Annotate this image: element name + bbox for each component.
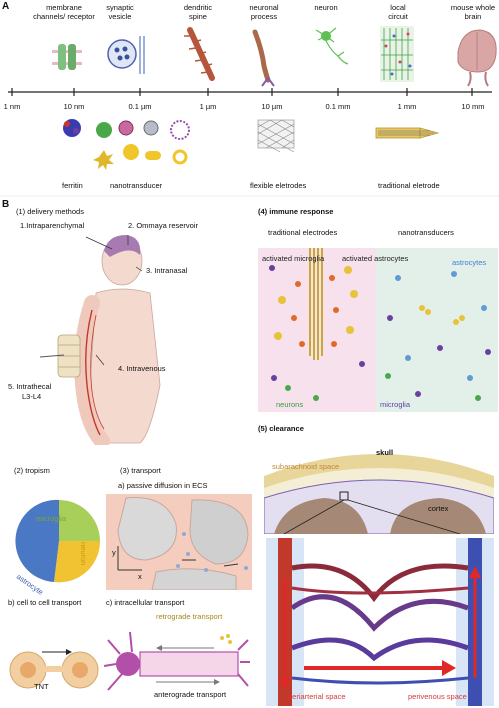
vessel-network-icon: [264, 538, 496, 706]
tick-1mm: 1 mm: [397, 102, 417, 111]
neuron-transport-icon: [103, 631, 250, 691]
tick-10nm: 10 nm: [63, 102, 85, 111]
retrograde-label: retrograde transport: [156, 612, 223, 621]
tropism-microglia-label: microglia: [36, 514, 67, 523]
route-intrathecal: 5. Intrathecal: [8, 382, 52, 391]
label-neuron: neuron: [314, 3, 338, 12]
anterograde-label: anterograde transport: [154, 690, 227, 699]
tick-1um: 1 µm: [199, 102, 217, 111]
label-ferritin: ferritin: [62, 181, 83, 190]
intracellular-label: c) intracellular transport: [106, 598, 185, 607]
panel-a-graphics: [0, 26, 499, 197]
human-body-icon: [39, 235, 161, 445]
tnt-cells-icon: [9, 649, 99, 689]
passive-diffusion-label: a) passive diffusion in ECS: [118, 481, 208, 490]
label-synaptic-vesicle: synaptic vesicle: [106, 3, 134, 21]
scale-ticks: [11, 88, 473, 96]
route-l3-l4: L3-L4: [22, 392, 42, 401]
axis-x-label: x: [138, 572, 142, 581]
periarterial-label: periarterial space: [288, 692, 346, 701]
tropism-neuron-label: neuron: [79, 542, 88, 566]
probe-electrode-icon: [375, 127, 440, 139]
receptor-icon: [52, 44, 82, 70]
tropism-title: (2) tropism: [14, 466, 50, 475]
cell-to-cell-label: b) cell to cell transport: [8, 598, 82, 607]
skull-section-icon: [264, 454, 494, 534]
tick-10um: 10 µm: [261, 102, 283, 111]
subarachnoid-label: subarachnoid space: [272, 462, 340, 471]
cortex-label: cortex: [428, 504, 449, 513]
label-nanotransducers: nanotransducers: [398, 228, 454, 237]
ecs-diffusion-figure: [106, 494, 252, 590]
label-neuronal-process: neuronal process: [249, 3, 279, 21]
process-icon: [252, 29, 275, 87]
label-membrane-channels: membrane channels/ receptor: [33, 3, 95, 21]
label-mouse-brain: mouse whole brain: [450, 3, 496, 21]
route-intraparenchymal: 1.Intraparenchymal: [20, 221, 85, 230]
skull-label: skull: [376, 448, 394, 457]
tick-0-1mm: 0.1 mm: [325, 102, 351, 111]
immune-title: (4) immune response: [258, 207, 334, 216]
immune-response-figure: [258, 248, 498, 412]
neuron-icon: [315, 27, 349, 65]
tick-10mm: 10 mm: [461, 102, 485, 111]
brain-icon: [457, 29, 497, 87]
spine-column-icon: [39, 334, 81, 378]
label-traditional-electrode: traditional eletrode: [378, 181, 440, 190]
panel-a-letter: A: [2, 1, 10, 12]
label-traditional-electrodes: traditional electrodes: [268, 228, 338, 237]
perivenous-label: perivenous space: [408, 692, 467, 701]
label-astrocytes: astrocytes: [452, 258, 487, 267]
label-activated-microglia: activated microglia: [262, 254, 325, 263]
vesicle-icon: [107, 36, 145, 74]
mesh-electrode-icon: [257, 119, 295, 153]
circuit-icon: [380, 26, 414, 82]
label-local-circuit: local circuit: [388, 3, 408, 21]
route-intravenous: 4. Intravenous: [118, 364, 166, 373]
tropism-pie: [15, 499, 101, 583]
spine-icon: [184, 27, 215, 81]
label-dendritic-spine: dendritic spine: [183, 3, 213, 21]
ferritin-icon: [63, 119, 81, 137]
panel-b-letter: B: [2, 199, 10, 210]
label-microglia: microglia: [380, 400, 411, 409]
route-ommaya: 2. Ommaya reservoir: [128, 221, 199, 230]
route-intranasal: 3. Intranasal: [146, 266, 188, 275]
delivery-title: (1) delivery methods: [16, 207, 84, 216]
tick-0-1um: 0.1 µm: [128, 102, 152, 111]
tnt-label: TNT: [34, 682, 49, 691]
tick-1nm: 1 nm: [3, 102, 21, 111]
label-flexible-electrodes: flexible eletrodes: [250, 181, 307, 190]
nanoparticle-icon: [93, 120, 190, 170]
axis-y-label: y: [112, 548, 116, 557]
transport-title: (3) transport: [120, 466, 161, 475]
label-nanotransducer: nanotransducer: [110, 181, 163, 190]
clearance-title: (5) clearance: [258, 424, 304, 433]
label-activated-astrocytes: activated astrocytes: [342, 254, 409, 263]
label-neurons: neurons: [276, 400, 304, 409]
